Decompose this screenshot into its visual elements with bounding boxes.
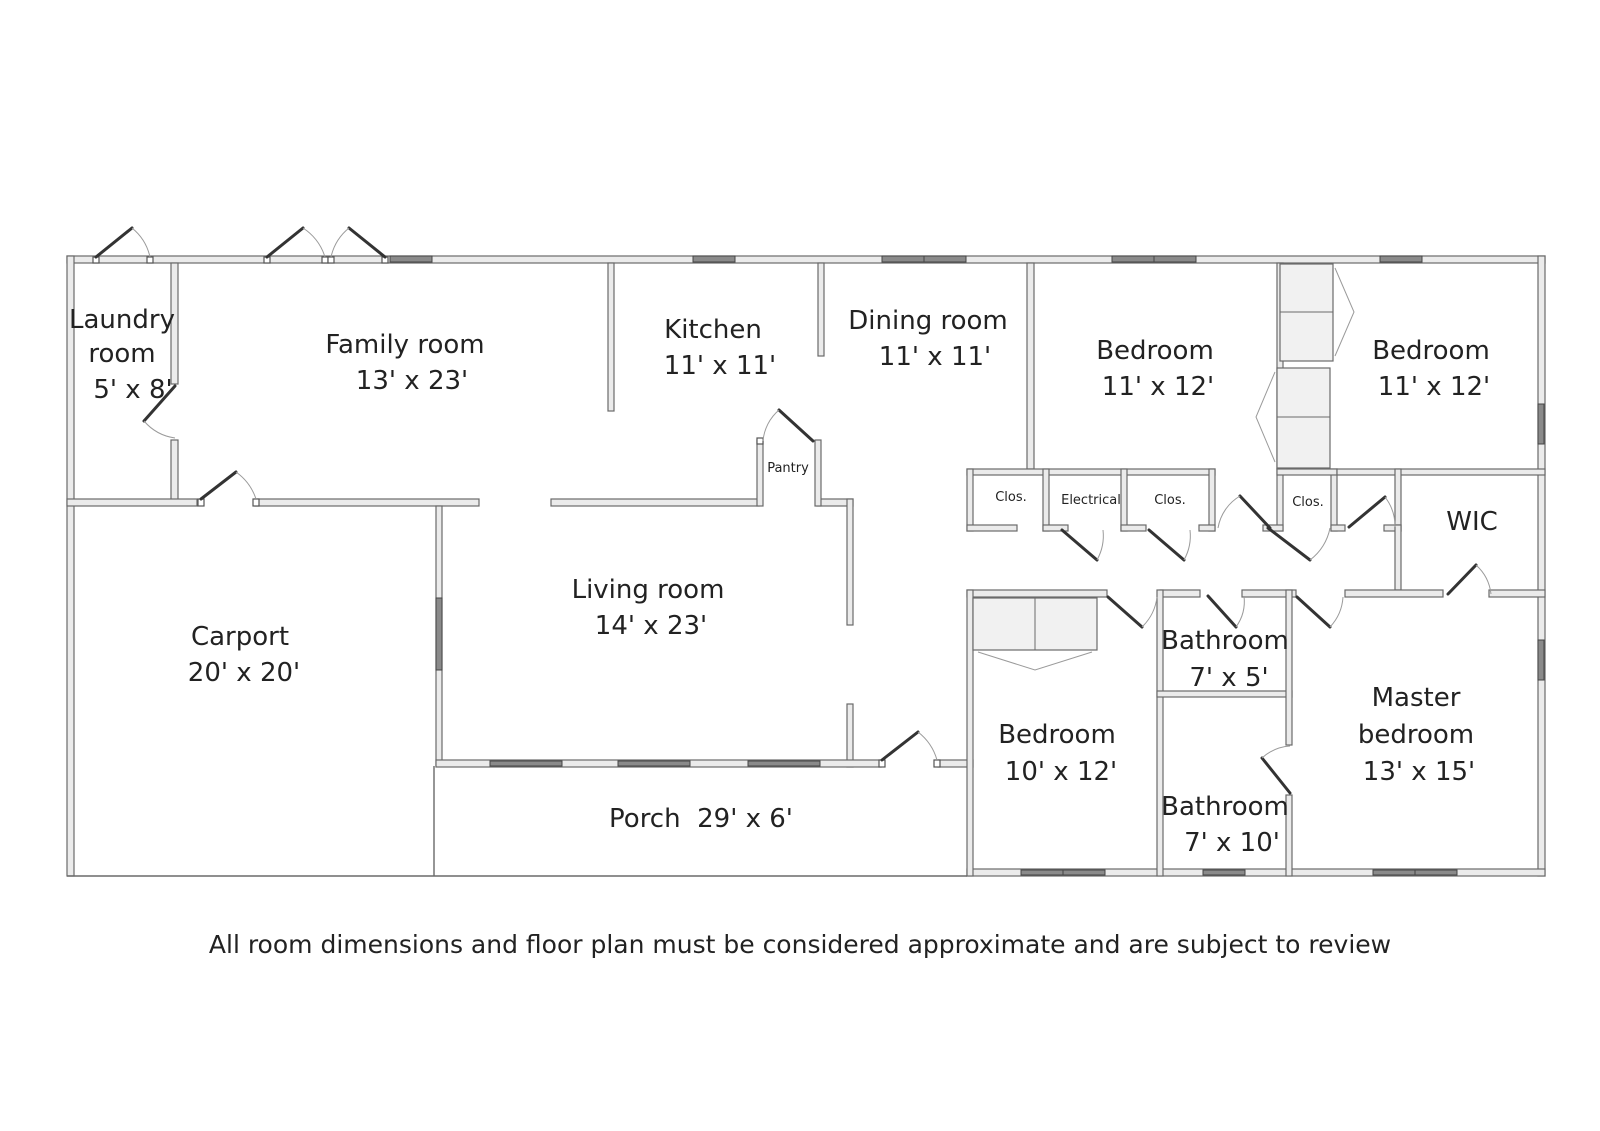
living-room-name: Living room xyxy=(572,575,725,605)
living-room-size: 14' x 23' xyxy=(595,611,707,641)
window xyxy=(1153,255,1197,263)
closet-2-name: Clos. xyxy=(1154,493,1186,508)
master-bedroom-name-line2: bedroom xyxy=(1358,720,1474,750)
built-in-closets xyxy=(972,263,1355,671)
master-bedroom-size: 13' x 15' xyxy=(1363,757,1475,787)
door[interactable] xyxy=(1266,526,1331,562)
door[interactable] xyxy=(1106,595,1158,629)
door[interactable] xyxy=(756,408,815,445)
bathroom-small-name: Bathroom xyxy=(1161,626,1289,656)
porch-label: Porch 29' x 6' xyxy=(609,804,793,834)
bedroom-bottom-size: 10' x 12' xyxy=(1005,757,1117,787)
window xyxy=(1537,639,1545,681)
window xyxy=(1372,869,1416,876)
bedroom-bottom-name: Bedroom xyxy=(998,720,1116,750)
door[interactable] xyxy=(1295,595,1344,629)
door[interactable] xyxy=(1260,745,1292,795)
door[interactable] xyxy=(878,730,941,768)
doors xyxy=(92,226,1492,795)
window xyxy=(435,597,443,671)
dining-room-size: 11' x 11' xyxy=(879,342,991,372)
bathroom-small-size: 7' x 5' xyxy=(1189,663,1268,693)
closet-3-name: Clos. xyxy=(1292,495,1324,510)
window xyxy=(389,255,433,263)
window xyxy=(1062,869,1106,876)
window xyxy=(489,760,563,767)
master-bedroom-name-line1: Master xyxy=(1372,683,1461,713)
door[interactable] xyxy=(1206,594,1245,629)
kitchen-name: Kitchen xyxy=(664,315,762,345)
laundry-name-line2: room xyxy=(88,339,155,369)
family-room-size: 13' x 23' xyxy=(356,366,468,396)
electrical-name: Electrical xyxy=(1061,493,1121,508)
window xyxy=(692,255,736,263)
bathroom-large-size: 7' x 10' xyxy=(1184,828,1280,858)
interior-walls xyxy=(66,262,1546,877)
carport-name: Carport xyxy=(191,622,289,652)
disclaimer-text: All room dimensions and floor plan must … xyxy=(208,930,1392,959)
door[interactable] xyxy=(1217,494,1272,530)
door[interactable] xyxy=(142,384,177,439)
door[interactable] xyxy=(1347,495,1396,529)
pantry-name: Pantry xyxy=(767,461,809,476)
door[interactable] xyxy=(1060,528,1104,562)
door[interactable] xyxy=(92,226,154,264)
door[interactable] xyxy=(327,226,389,264)
window xyxy=(1111,255,1155,263)
kitchen-size: 11' x 11' xyxy=(664,351,776,381)
wic-name: WIC xyxy=(1446,507,1498,537)
dining-room-name: Dining room xyxy=(848,306,1007,336)
closet-1-name: Clos. xyxy=(995,490,1027,505)
windows xyxy=(389,255,1545,876)
window xyxy=(1379,255,1423,263)
wardrobe xyxy=(1276,367,1331,469)
window xyxy=(617,760,691,767)
laundry-name-line1: Laundry xyxy=(69,305,175,335)
door[interactable] xyxy=(197,470,260,507)
bedroom-top-left-name: Bedroom xyxy=(1096,336,1214,366)
family-room-name: Family room xyxy=(325,330,484,360)
window xyxy=(881,255,925,263)
door[interactable] xyxy=(1147,528,1191,562)
bedroom-top-left-size: 11' x 12' xyxy=(1102,372,1214,402)
laundry-size: 5' x 8' xyxy=(93,375,172,405)
window xyxy=(923,255,967,263)
window xyxy=(1537,403,1545,445)
bedroom-top-right-name: Bedroom xyxy=(1372,336,1490,366)
window xyxy=(747,760,821,767)
carport-size: 20' x 20' xyxy=(188,658,300,688)
bathroom-large-name: Bathroom xyxy=(1161,792,1289,822)
window xyxy=(1414,869,1458,876)
door[interactable] xyxy=(1446,563,1492,596)
window xyxy=(1020,869,1064,876)
bedroom-top-right-size: 11' x 12' xyxy=(1378,372,1490,402)
window xyxy=(1202,869,1246,876)
room-labels: Laundry room 5' x 8' Family room 13' x 2… xyxy=(69,305,1498,858)
